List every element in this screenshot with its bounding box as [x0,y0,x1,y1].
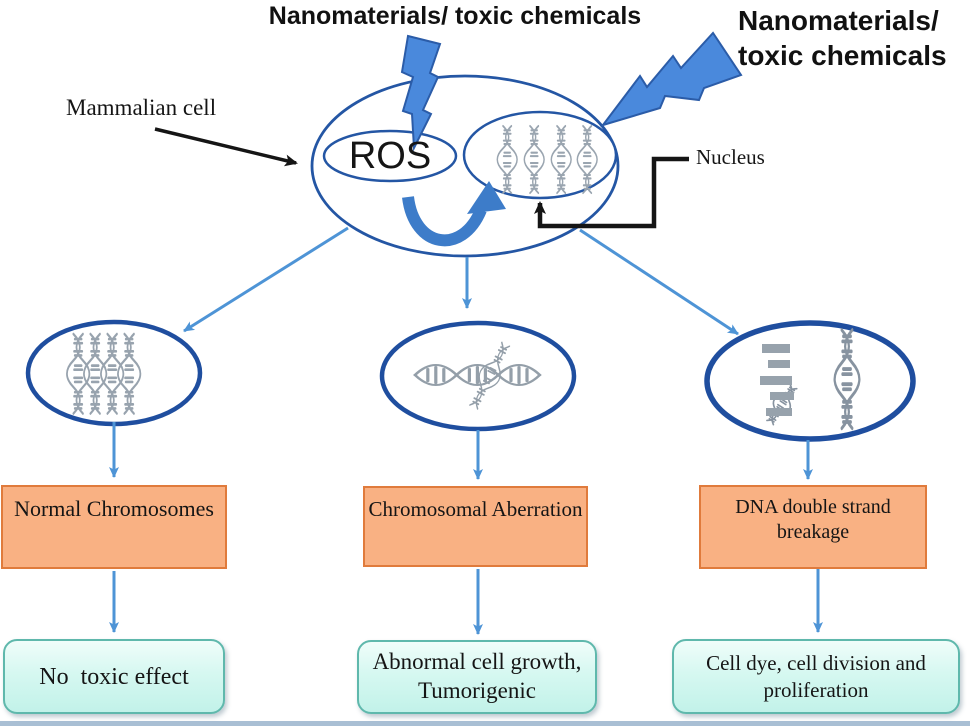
cause-box-dna-breakage: DNA double strand breakage [699,485,927,569]
arrow-cell-to-breakage [579,228,739,336]
cause-box-normal-chromosomes: Normal Chromosomes [1,485,227,569]
broken-dna-icon [760,328,862,431]
mammalian-cell-pointer-arrow [154,127,298,167]
top-toxin-label: Nanomaterials/ toxic chemicals [268,2,642,30]
right-toxin-label: Nanomaterials/ toxic chemicals [738,5,947,71]
mammalian-cell-label: Mammalian cell [66,95,217,120]
bottom-rule [0,721,970,726]
arrow-cell-to-normal [183,226,349,333]
nucleus-label: Nucleus [696,145,765,169]
ros-ellipse [322,129,458,183]
effect-box-abnormal-growth: Abnormal cell growth, Tumorigenic [357,640,597,714]
cause-box-label: DNA double strand breakage [735,496,891,543]
breakage-ellipse [704,320,916,442]
effect-box-label: Cell dye, cell division and proliferatio… [706,651,932,702]
curved-arrow-icon [402,181,506,247]
lightning-bolt-icon [400,34,442,152]
cause-box-label: Chromosomal Aberration [368,497,583,521]
cause-box-chromosomal-aberration: Chromosomal Aberration [363,486,588,567]
effect-box-cell-death: Cell dye, cell division and proliferatio… [672,639,960,714]
cause-box-label: Normal Chromosomes [14,496,214,521]
effect-box-no-toxic-effect: No toxic effect [3,639,225,714]
effect-box-label: No toxic effect [39,663,189,690]
nucleus-ellipse [462,110,618,200]
ros-label: ROS [348,135,432,177]
effect-box-label: Abnormal cell growth, Tumorigenic [372,649,587,703]
lightning-bolt-icon [600,31,743,127]
nucleus-pointer-elbow [534,156,689,229]
